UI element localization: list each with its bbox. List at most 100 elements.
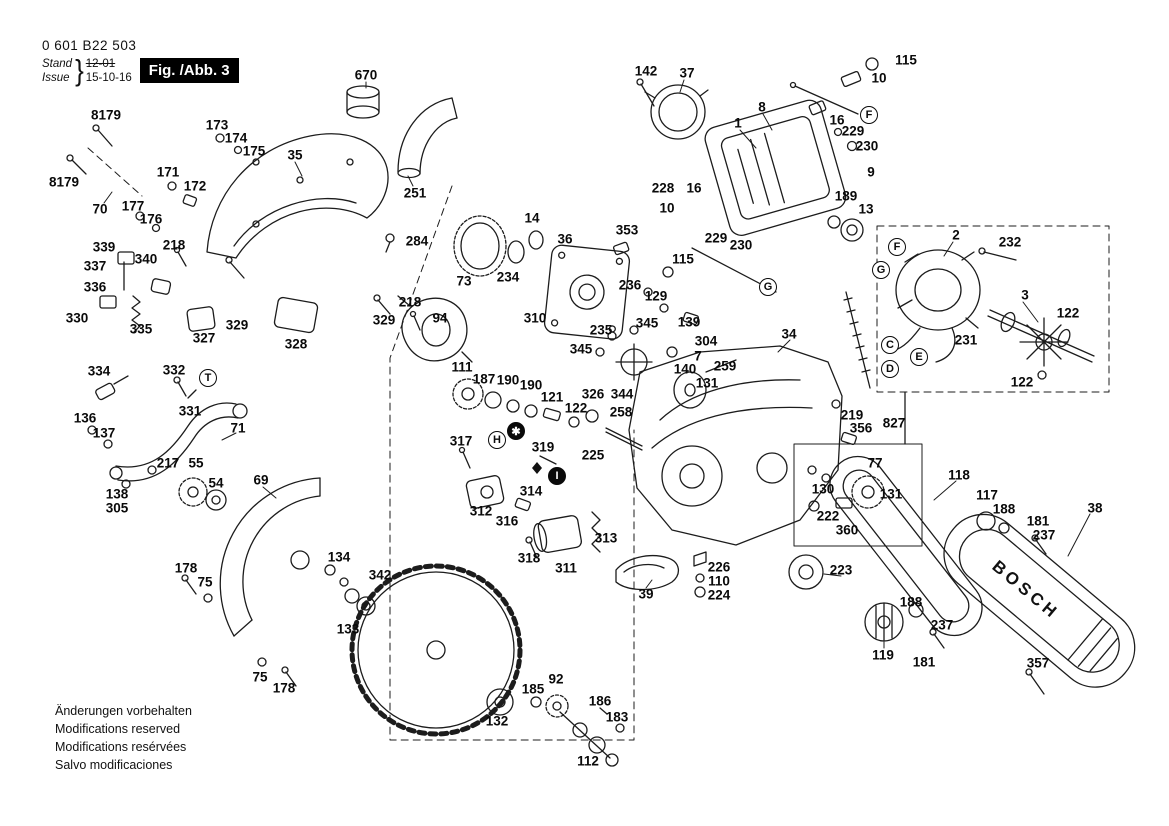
hardware-356-drawing [831, 399, 858, 446]
part-label-317: 317 [449, 433, 473, 449]
part-label-237: 237 [930, 617, 954, 633]
footer-line-en: Modifications reserved [55, 722, 181, 736]
assembly-marker-F: F [888, 238, 906, 256]
part-label-3: 3 [1021, 287, 1029, 303]
handle-drawing [943, 513, 1136, 688]
part-label-335: 335 [129, 321, 153, 337]
part-label-226: 226 [707, 559, 731, 575]
part-label-234: 234 [496, 269, 520, 285]
part-label-54: 54 [208, 475, 224, 491]
part-label-327: 327 [192, 330, 216, 346]
part-label-342: 342 [368, 567, 392, 583]
part-label-232: 232 [998, 234, 1022, 250]
part-label-94: 94 [432, 310, 448, 326]
assembly-marker-✱: ✱ [507, 422, 525, 440]
part-label-70: 70 [92, 201, 108, 217]
part-label-230: 230 [855, 138, 879, 154]
part-label-34: 34 [781, 326, 797, 342]
dashed-boundaries [87, 147, 1110, 741]
part-label-190: 190 [496, 372, 520, 388]
part-label-339: 339 [92, 239, 116, 255]
part-label-229: 229 [841, 123, 865, 139]
part-label-318: 318 [517, 550, 541, 566]
assembly-marker-F: F [860, 106, 878, 124]
screw-142-drawing [636, 78, 655, 107]
part-label-14: 14 [524, 210, 540, 226]
part-label-304: 304 [694, 333, 718, 349]
part-label-35: 35 [287, 147, 303, 163]
part-label-119: 119 [872, 647, 894, 663]
part-label-345: 345 [635, 315, 659, 331]
part-label-186: 186 [588, 693, 612, 709]
motor-housing-drawing [704, 99, 847, 236]
part-label-2: 2 [952, 227, 960, 243]
part-label-92: 92 [548, 671, 564, 687]
part-label-121: 121 [540, 389, 564, 405]
part-label-187: 187 [472, 371, 496, 387]
part-label-219: 219 [840, 407, 864, 423]
part-label-334: 334 [87, 363, 111, 379]
part-label-111: 111 [451, 359, 473, 375]
footer-line-fr: Modifications resérvées [55, 740, 187, 754]
part-label-312: 312 [469, 503, 493, 519]
part-label-55: 55 [188, 455, 204, 471]
screw-332-drawing [173, 376, 197, 399]
part-label-237: 237 [1032, 527, 1056, 543]
part-label-13: 13 [858, 201, 874, 217]
part-label-177: 177 [121, 198, 145, 214]
part-label-329: 329 [225, 317, 249, 333]
knob-334-drawing [95, 375, 129, 401]
part-label-218: 218 [398, 294, 422, 310]
part-label-172: 172 [183, 178, 207, 194]
part-label-336: 336 [83, 279, 107, 295]
part-label-69: 69 [253, 472, 269, 488]
part-label-827: 827 [882, 415, 906, 431]
header: 0 601 B22 503 Stand Issue } 12-01 15-10-… [42, 38, 239, 87]
part-label-39: 39 [638, 586, 654, 602]
ring-gear-drawing [453, 215, 544, 277]
part-label-7: 7 [694, 348, 702, 364]
part-label-10: 10 [871, 70, 887, 86]
part-label-77: 77 [867, 455, 883, 471]
part-label-316: 316 [495, 513, 519, 529]
part-label-36: 36 [557, 231, 573, 247]
part-label-217: 217 [156, 455, 180, 471]
part-label-222: 222 [816, 508, 840, 524]
part-label-259: 259 [713, 358, 737, 374]
part-label-16: 16 [686, 180, 702, 196]
saw-blade-drawing [349, 563, 523, 737]
assembly-marker-I: I [548, 467, 566, 485]
part-label-140: 140 [673, 361, 697, 377]
blade-hardware-drawing [181, 564, 625, 767]
gear-train-drawing [452, 378, 643, 451]
part-label-228: 228 [651, 180, 675, 196]
footer-line-de: Änderungen vorbehalten [55, 704, 192, 718]
part-label-183: 183 [605, 709, 629, 725]
part-label-353: 353 [615, 222, 639, 238]
part-label-258: 258 [609, 404, 633, 420]
part-label-173: 173 [205, 117, 229, 133]
part-label-188: 188 [899, 594, 923, 610]
part-label-235: 235 [589, 322, 613, 338]
new-issue-date: 15-10-16 [85, 71, 132, 84]
part-label-314: 314 [519, 483, 543, 499]
part-label-224: 224 [707, 587, 731, 603]
link-arm-drawing [109, 402, 248, 482]
hardware-224-drawing [693, 551, 707, 598]
part-label-251: 251 [403, 185, 427, 201]
field-stator-drawing [887, 249, 981, 363]
part-label-330: 330 [65, 310, 89, 326]
gear-housing-drawing [397, 295, 473, 363]
upper-guard-drawing [206, 133, 389, 259]
part-label-118: 118 [948, 467, 970, 483]
part-label-305: 305 [105, 500, 129, 516]
spindle-lock-drawing [458, 446, 601, 559]
part-label-174: 174 [224, 130, 248, 146]
part-label-231: 231 [954, 332, 978, 348]
old-issue-date: 12-01 [85, 57, 116, 70]
part-label-134: 134 [327, 549, 351, 565]
bearing-13-drawing [827, 215, 864, 242]
part-label-230: 230 [729, 237, 753, 253]
stand-issue-labels: Stand Issue [42, 57, 72, 85]
